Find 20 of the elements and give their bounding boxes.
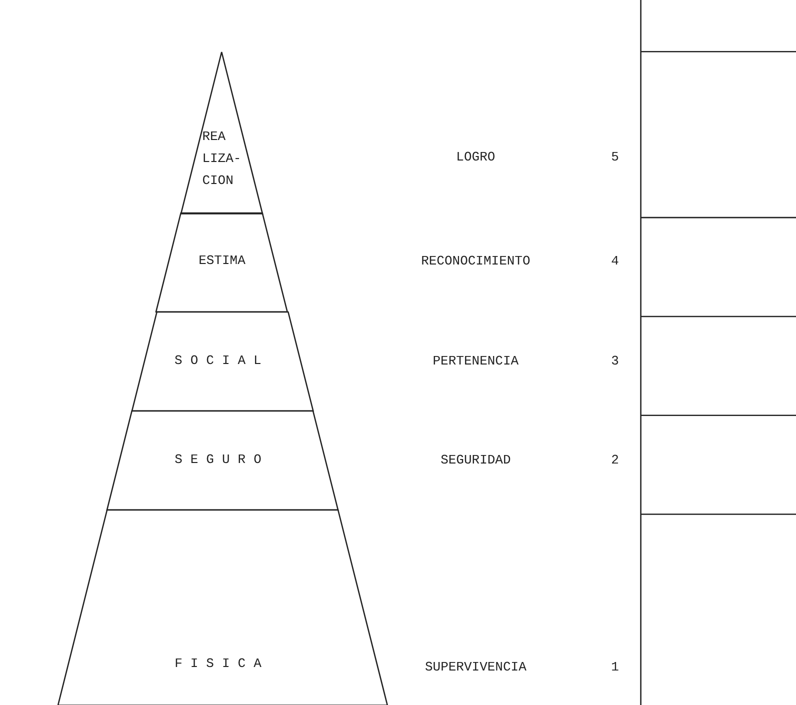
need-label: RECONOCIMIENTO [421,253,530,268]
need-label: PERTENENCIA [432,354,519,369]
level-number: 4 [611,253,619,268]
level-number: 5 [611,150,619,165]
level-number: 1 [611,659,619,674]
tier-label: REA LIZA- CION [202,128,242,190]
tier-label: SOCIAL [174,352,270,370]
pyramid-tier [106,411,338,510]
pyramid-apex-section [181,52,263,214]
level-number: 3 [611,354,619,369]
need-label: LOGRO [456,150,496,165]
need-label: SEGURIDAD [440,452,511,468]
need-label: SUPERVIVENCIA [424,659,526,674]
pyramid-tier [58,510,388,705]
level-number: 2 [611,452,619,468]
tier-label: ESTIMA [198,252,246,270]
tier-label: FISICA [174,654,270,673]
tier-label: SEGURO [174,451,270,470]
pyramid-tier [156,213,288,312]
pyramid-tier [132,312,313,412]
